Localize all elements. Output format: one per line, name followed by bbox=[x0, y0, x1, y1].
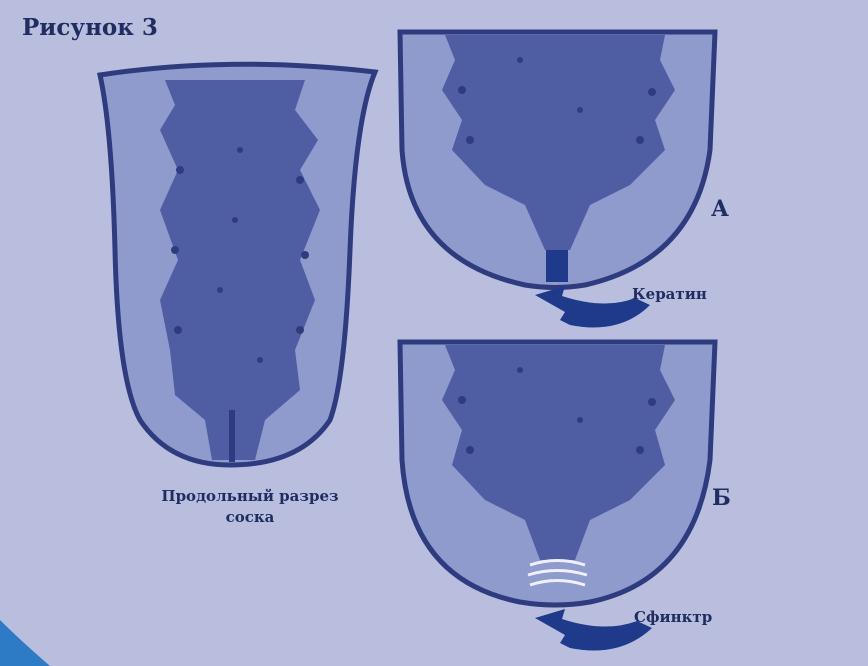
longitudinal-section bbox=[100, 64, 375, 465]
panel-a-label: А bbox=[711, 196, 729, 222]
panel-a-keratin-plug bbox=[546, 250, 568, 282]
caption-line-2: соска bbox=[100, 507, 400, 528]
sphincter-label: Сфинктр bbox=[634, 608, 712, 626]
figure-title: Рисунок 3 bbox=[22, 14, 158, 41]
caption-line-1: Продольный разрез bbox=[100, 486, 400, 507]
panel-b-diagram bbox=[400, 342, 715, 651]
corner-swoosh bbox=[0, 620, 50, 666]
keratin-label: Кератин bbox=[632, 285, 707, 303]
panel-b-label: Б bbox=[712, 485, 731, 511]
panel-a-diagram bbox=[400, 32, 715, 328]
figure-caption: Продольный разрез соска bbox=[100, 486, 400, 528]
